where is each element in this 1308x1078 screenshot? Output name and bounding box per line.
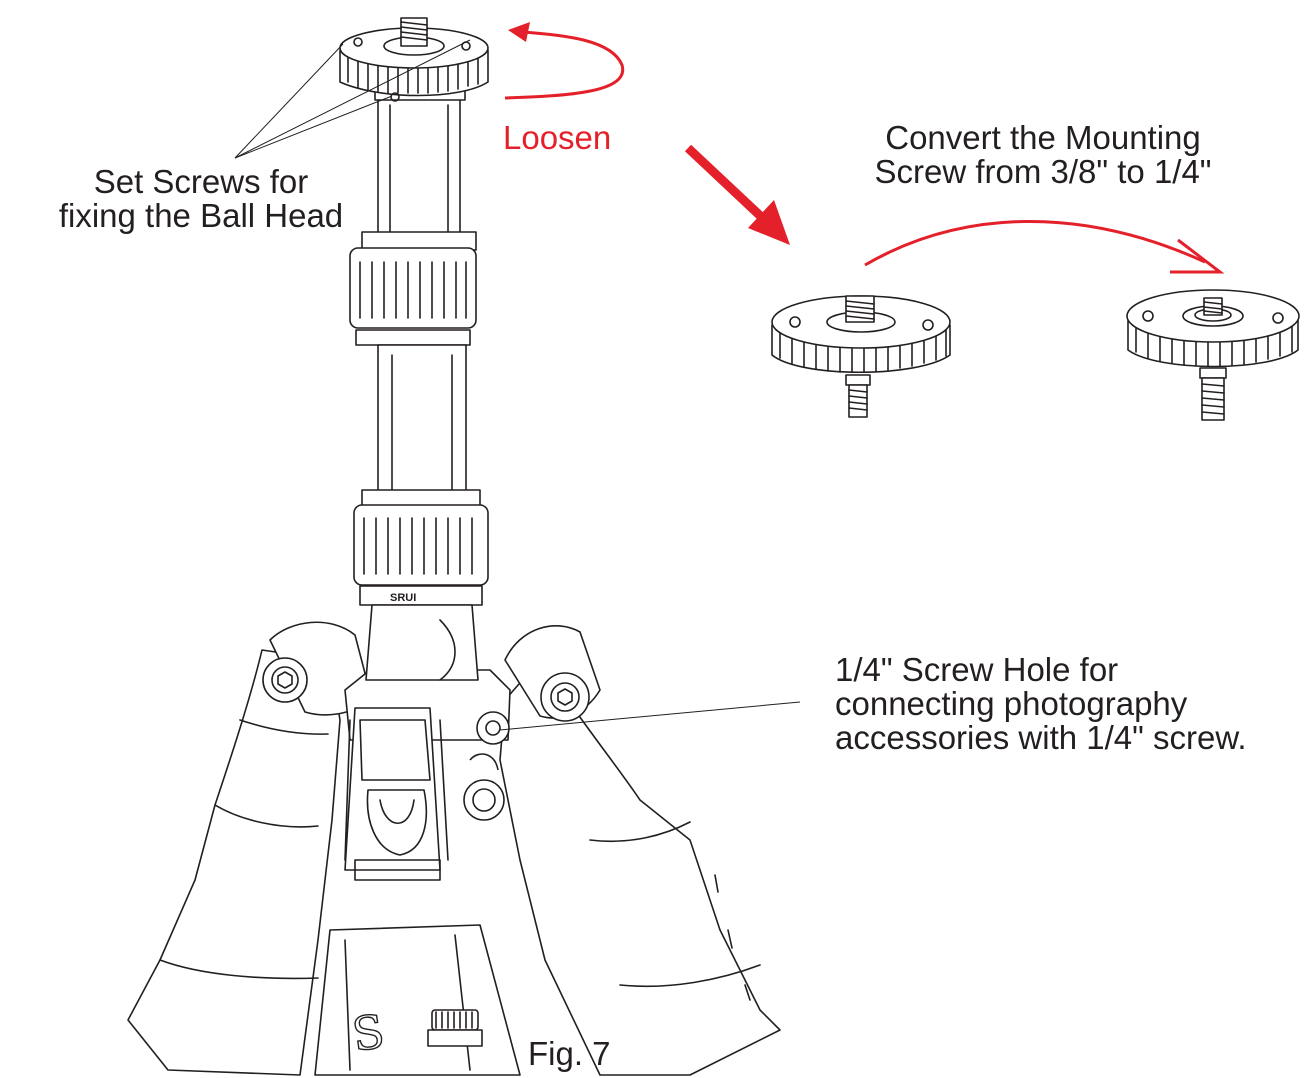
disassemble-arrow: [684, 144, 790, 245]
tripod-left-leg: [127, 649, 341, 1076]
center-hub: [344, 669, 511, 881]
top-mounting-platform: [339, 17, 489, 102]
convert-screw-label: Convert the Mounting Screw from 3/8" to …: [838, 121, 1248, 189]
set-screws-label-line1: Set Screws for: [93, 163, 309, 200]
mounting-plate-3-8: [771, 295, 951, 418]
set-screw-leader-lines: [234, 39, 471, 159]
screw-hole-label-line3: accessories with 1/4" screw.: [835, 719, 1247, 756]
center-column: SRUI: [349, 94, 489, 681]
mounting-plate-1-4: [1126, 289, 1300, 421]
screw-hole-label-line1: 1/4" Screw Hole for: [835, 651, 1119, 688]
tripod-front-leg: [314, 924, 521, 1076]
set-screws-label-line2: fixing the Ball Head: [58, 197, 344, 234]
convert-arrow: [864, 220, 1225, 274]
figure-caption: Fig. 7: [528, 1035, 611, 1072]
screw-hole-knob: [463, 711, 510, 821]
screw-hole-label: 1/4" Screw Hole for connecting photograp…: [835, 653, 1247, 755]
right-leg-hinge: [504, 625, 601, 722]
screw-hole-leader-line: [499, 701, 801, 731]
convert-screw-label-line1: Convert the Mounting: [885, 119, 1201, 156]
loosen-rotation-arrow: [504, 22, 625, 100]
set-screws-label: Set Screws for fixing the Ball Head: [34, 165, 368, 233]
convert-screw-label-line2: Screw from 3/8" to 1/4": [874, 153, 1212, 190]
bottom-hook: [427, 1009, 483, 1047]
brand-ring-text: SRUI: [390, 592, 416, 604]
screw-hole-label-line2: connecting photography: [835, 685, 1188, 722]
loosen-label: Loosen: [503, 119, 612, 156]
tripod-right-leg: [499, 659, 781, 1076]
